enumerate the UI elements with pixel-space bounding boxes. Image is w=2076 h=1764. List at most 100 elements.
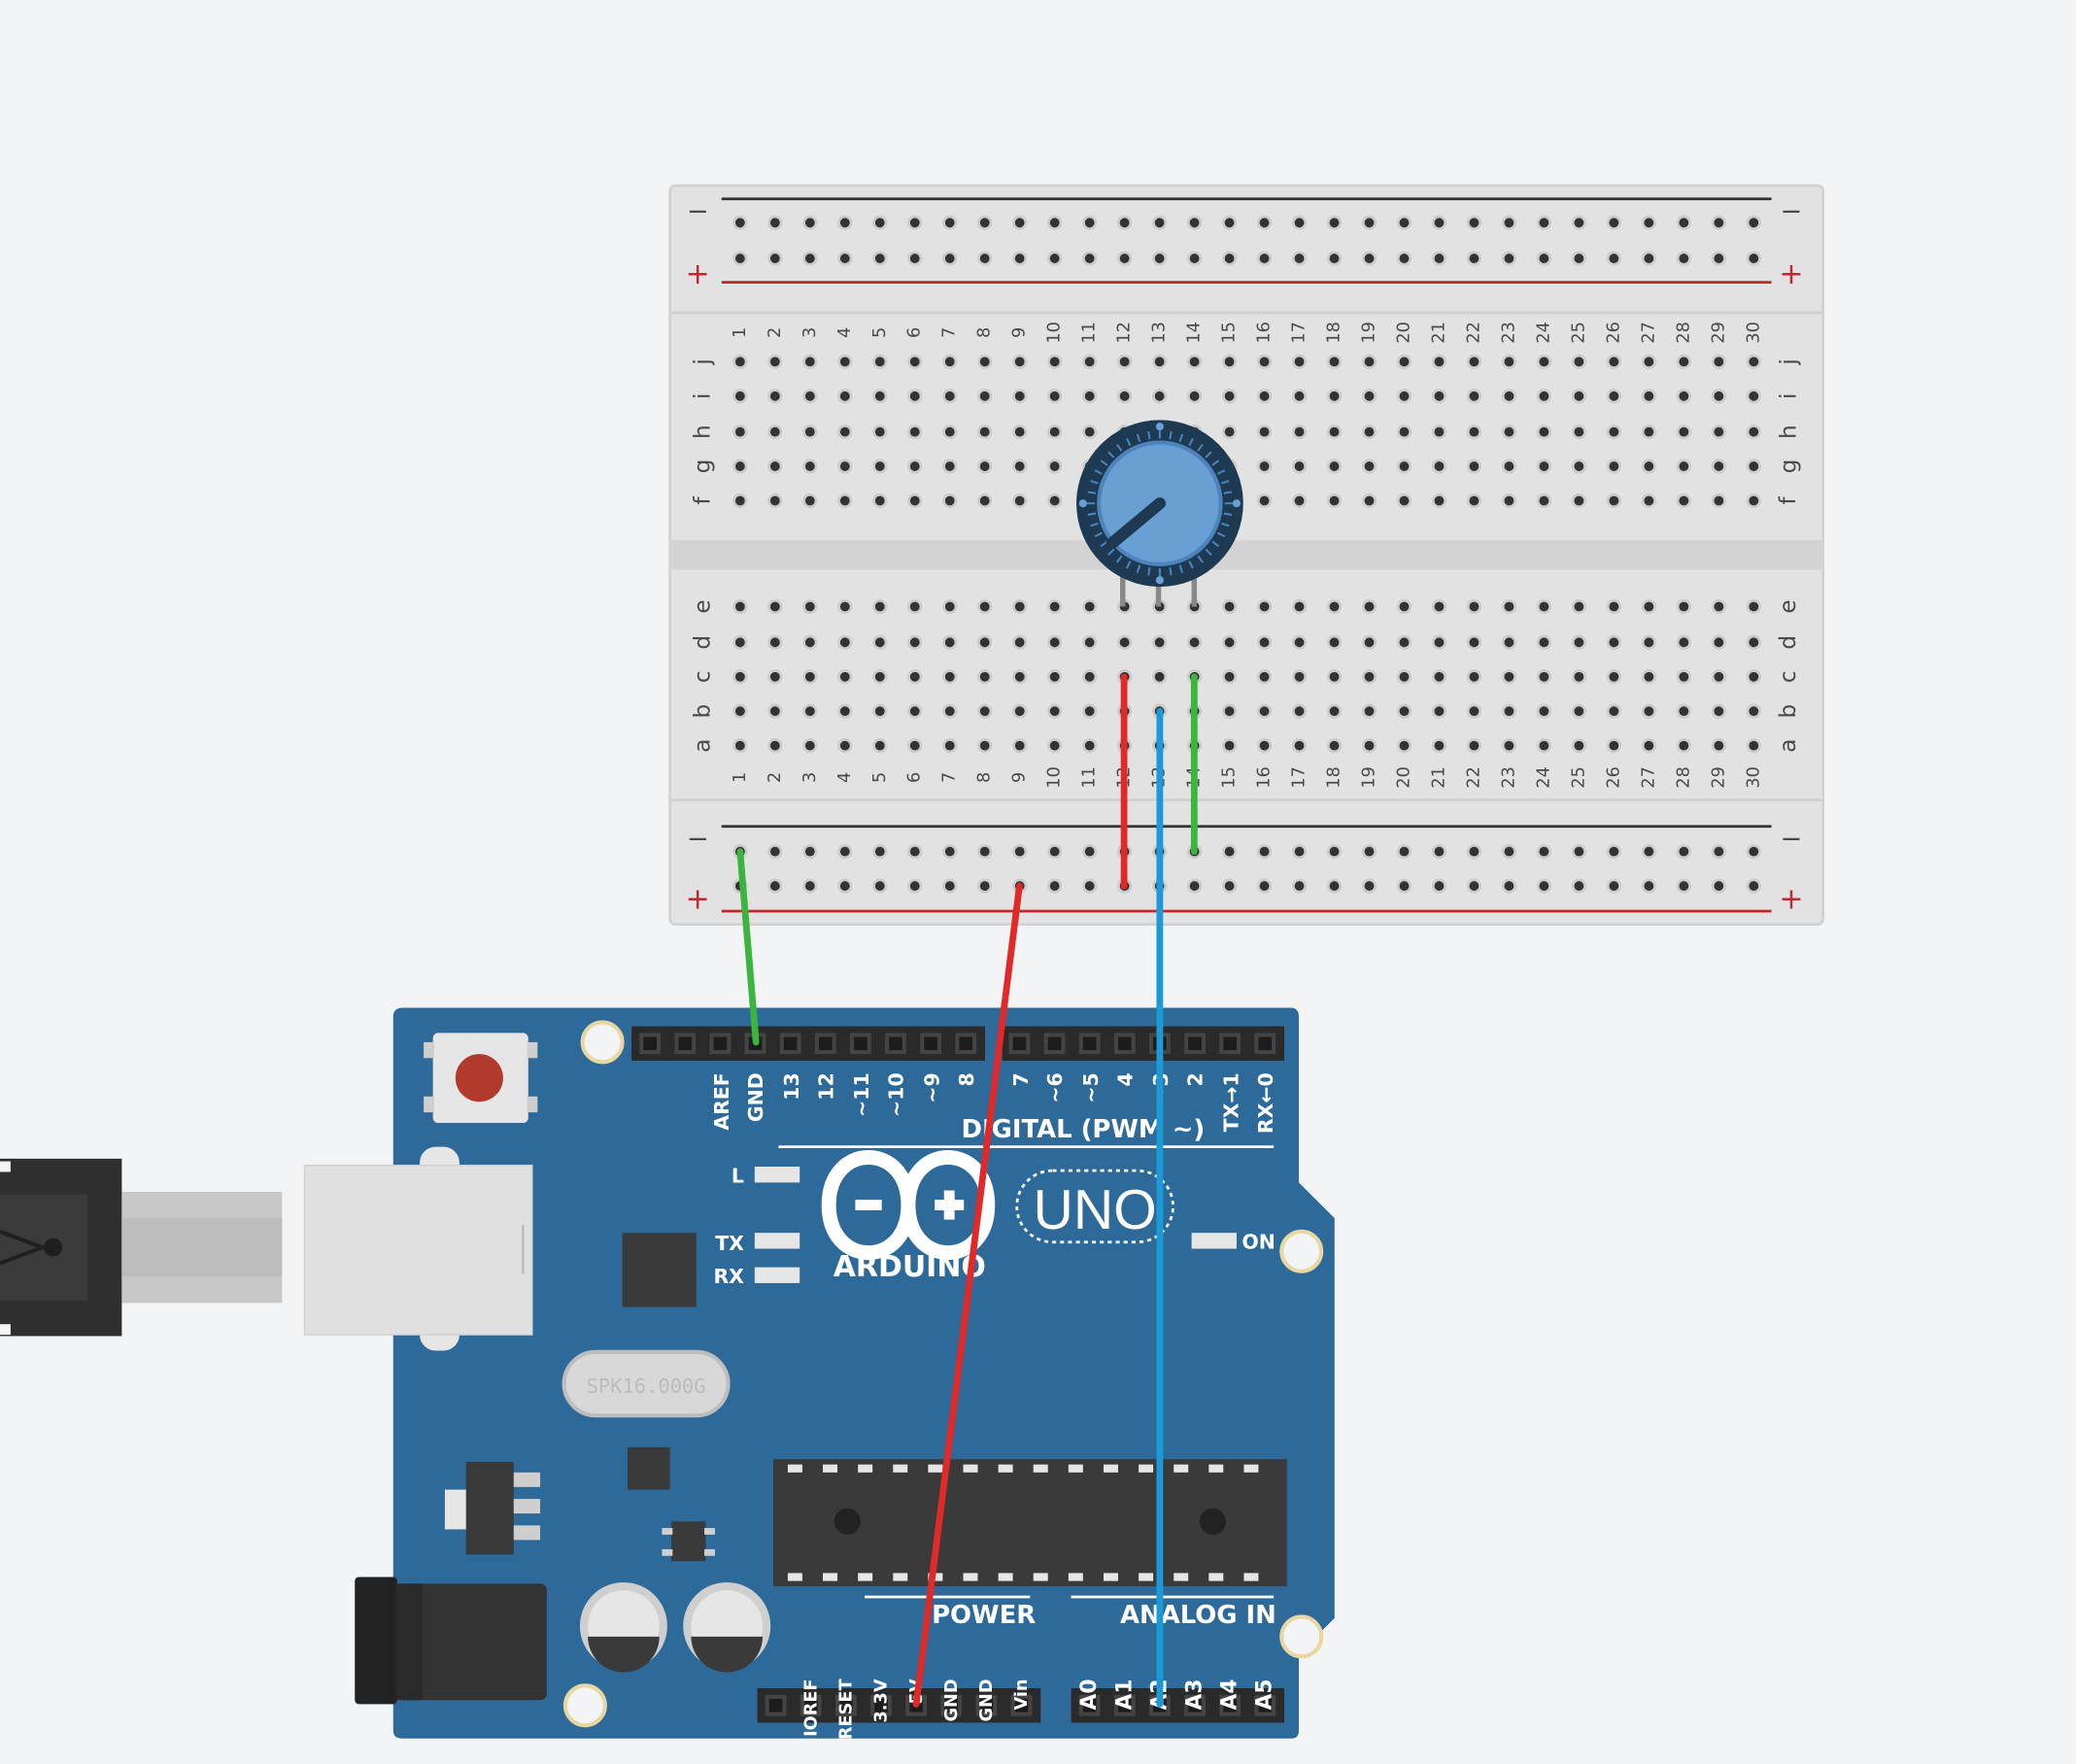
rail-hole[interactable] xyxy=(1431,878,1447,894)
breadboard-hole[interactable] xyxy=(767,598,783,615)
breadboard-hole[interactable] xyxy=(1466,598,1482,615)
breadboard-hole[interactable] xyxy=(1746,737,1761,754)
breadboard-hole[interactable] xyxy=(1676,458,1691,474)
breadboard-hole[interactable] xyxy=(1641,389,1656,404)
rail-hole[interactable] xyxy=(977,251,993,266)
5v-wire[interactable] xyxy=(912,882,1023,1708)
breadboard-hole[interactable] xyxy=(977,458,993,474)
usb-b-jack[interactable] xyxy=(303,1164,533,1336)
breadboard-hole[interactable] xyxy=(1047,669,1063,685)
breadboard-hole[interactable] xyxy=(1431,634,1447,650)
breadboard-hole[interactable] xyxy=(767,737,783,754)
rail-hole[interactable] xyxy=(1676,251,1691,266)
breadboard-hole[interactable] xyxy=(1012,424,1028,440)
breadboard-hole[interactable] xyxy=(1711,458,1726,474)
potentiometer[interactable] xyxy=(1076,420,1243,607)
breadboard-hole[interactable] xyxy=(1326,424,1343,440)
rail-hole[interactable] xyxy=(1221,251,1238,266)
breadboard-hole[interactable] xyxy=(1256,598,1273,615)
breadboard-hole[interactable] xyxy=(1361,492,1378,509)
rail-hole[interactable] xyxy=(1082,844,1098,860)
breadboard-hole[interactable] xyxy=(1221,634,1238,650)
breadboard-hole[interactable] xyxy=(1711,703,1726,719)
breadboard-hole[interactable] xyxy=(837,703,853,719)
rail-hole[interactable] xyxy=(1047,251,1063,266)
breadboard-hole[interactable] xyxy=(977,598,993,615)
rail-hole[interactable] xyxy=(1431,215,1447,230)
breadboard-hole[interactable] xyxy=(1711,737,1726,754)
breadboard-hole[interactable] xyxy=(1501,703,1517,719)
breadboard-hole[interactable] xyxy=(907,458,923,474)
breadboard-hole[interactable] xyxy=(1431,703,1447,719)
breadboard-hole[interactable] xyxy=(1641,492,1656,509)
breadboard-hole[interactable] xyxy=(1606,703,1621,719)
breadboard-hole[interactable] xyxy=(1396,703,1412,719)
breadboard-hole[interactable] xyxy=(1396,598,1412,615)
rail-hole[interactable] xyxy=(977,844,993,860)
rail-hole[interactable] xyxy=(872,251,888,266)
breadboard-hole[interactable] xyxy=(732,354,748,370)
breadboard-hole[interactable] xyxy=(1571,424,1587,440)
breadboard-hole[interactable] xyxy=(1256,737,1273,754)
barrel-jack[interactable] xyxy=(395,1583,547,1701)
breadboard-hole[interactable] xyxy=(1012,634,1028,650)
breadboard-hole[interactable] xyxy=(1466,492,1482,509)
rail-hole[interactable] xyxy=(1571,844,1587,860)
breadboard-hole[interactable] xyxy=(907,703,923,719)
breadboard-hole[interactable] xyxy=(1361,634,1378,650)
rail-hole[interactable] xyxy=(1711,215,1726,230)
breadboard-hole[interactable] xyxy=(1536,424,1552,440)
rail-hole[interactable] xyxy=(1676,844,1691,860)
rail-hole[interactable] xyxy=(1396,251,1412,266)
breadboard-hole[interactable] xyxy=(1641,634,1656,650)
breadboard-hole[interactable] xyxy=(1676,669,1691,685)
breadboard-hole[interactable] xyxy=(1571,634,1587,650)
breadboard-hole[interactable] xyxy=(1291,458,1308,474)
breadboard-hole[interactable] xyxy=(1151,634,1168,650)
breadboard-hole[interactable] xyxy=(1291,669,1308,685)
rail-hole[interactable] xyxy=(1361,878,1378,894)
breadboard-hole[interactable] xyxy=(1746,669,1761,685)
rail-hole[interactable] xyxy=(1746,251,1761,266)
rail-hole[interactable] xyxy=(1466,215,1482,230)
breadboard-hole[interactable] xyxy=(732,634,748,650)
rail-hole[interactable] xyxy=(1746,844,1761,860)
breadboard-hole[interactable] xyxy=(1431,669,1447,685)
breadboard-hole[interactable] xyxy=(1186,634,1203,650)
breadboard-hole[interactable] xyxy=(977,389,993,404)
breadboard-hole[interactable] xyxy=(872,492,888,509)
breadboard-hole[interactable] xyxy=(1676,598,1691,615)
breadboard-hole[interactable] xyxy=(1256,703,1273,719)
breadboard-hole[interactable] xyxy=(837,424,853,440)
rail-hole[interactable] xyxy=(1711,878,1726,894)
breadboard-hole[interactable] xyxy=(872,634,888,650)
rail-hole[interactable] xyxy=(942,215,958,230)
rail-hole[interactable] xyxy=(1676,215,1691,230)
breadboard-hole[interactable] xyxy=(942,389,958,404)
breadboard-hole[interactable] xyxy=(1606,634,1621,650)
breadboard-hole[interactable] xyxy=(802,492,818,509)
breadboard-hole[interactable] xyxy=(1361,598,1378,615)
rail-hole[interactable] xyxy=(802,251,818,266)
rail-hole[interactable] xyxy=(1221,878,1238,894)
breadboard-hole[interactable] xyxy=(1501,389,1517,404)
breadboard-hole[interactable] xyxy=(1536,703,1552,719)
breadboard-hole[interactable] xyxy=(1711,634,1726,650)
breadboard-hole[interactable] xyxy=(1396,458,1412,474)
rail-hole[interactable] xyxy=(767,844,783,860)
breadboard-hole[interactable] xyxy=(732,389,748,404)
breadboard-hole[interactable] xyxy=(1431,598,1447,615)
breadboard-hole[interactable] xyxy=(1466,703,1482,719)
breadboard-hole[interactable] xyxy=(1221,389,1238,404)
breadboard-hole[interactable] xyxy=(1256,458,1273,474)
rail-hole[interactable] xyxy=(942,878,958,894)
breadboard-hole[interactable] xyxy=(1082,424,1098,440)
rail-hole[interactable] xyxy=(1221,215,1238,230)
rail-hole[interactable] xyxy=(837,251,853,266)
rail-hole[interactable] xyxy=(1256,878,1273,894)
breadboard-hole[interactable] xyxy=(1047,458,1063,474)
breadboard-hole[interactable] xyxy=(837,354,853,370)
breadboard-hole[interactable] xyxy=(907,598,923,615)
breadboard-hole[interactable] xyxy=(1606,458,1621,474)
breadboard-hole[interactable] xyxy=(1396,737,1412,754)
